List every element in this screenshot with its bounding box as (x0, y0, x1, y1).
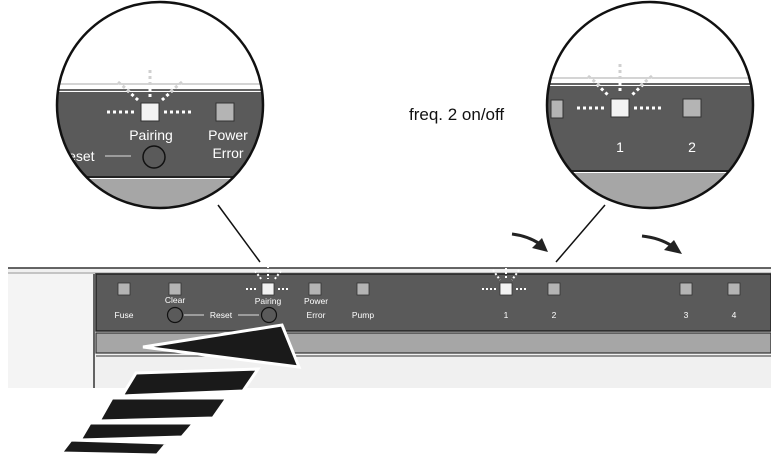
arrow-head (142, 323, 302, 369)
zoom-power-error-led (215, 102, 235, 122)
channel-1-flash-rays (482, 264, 528, 290)
power-label: Power (304, 296, 328, 306)
channel-3-led (679, 282, 693, 296)
channel-4-led (727, 282, 741, 296)
fuse-label: Fuse (115, 310, 134, 320)
channel-1-led (499, 282, 513, 296)
channel-2-label: 2 (552, 310, 557, 320)
clear-label: Clear (165, 295, 185, 305)
pairing-label: Pairing (255, 296, 282, 306)
reset-label: Reset (210, 310, 233, 320)
zoom-left-circle (55, 0, 265, 210)
zoom-reset-label: Reset (58, 148, 95, 164)
channel-4-label: 4 (732, 310, 737, 320)
pump-led (356, 282, 370, 296)
speed-bar-3 (77, 421, 198, 442)
housing-left-section (8, 274, 94, 388)
curved-arrow-1 (511, 232, 548, 252)
zoom-channel-1-label: 1 (616, 139, 624, 155)
channel-1-label: 1 (504, 310, 509, 320)
speed-bar-4 (58, 438, 171, 457)
curved-arrow-2 (641, 234, 682, 254)
channel-2-led (547, 282, 561, 296)
pairing-flash-rays (246, 266, 290, 290)
zoom-reset-button[interactable] (142, 145, 166, 169)
zoom-channel-2-led (682, 98, 702, 118)
zoom-partial-led (550, 99, 564, 119)
motion-arrow (58, 323, 302, 457)
reset-button[interactable] (260, 306, 278, 324)
zoom-left-content: Pairing Power Error Reset (57, 2, 263, 208)
zoom-pairing-led (140, 102, 160, 122)
zoom-channel-1-led (610, 98, 630, 118)
zoom-left-connector (217, 204, 261, 263)
clear-led (168, 282, 182, 296)
zoom-right-caption: freq. 2 on/off (409, 105, 504, 124)
pump-label: Pump (352, 310, 374, 320)
zoom-error-label: Error (212, 145, 243, 161)
power-error-led (308, 282, 322, 296)
speed-bar-1 (119, 367, 261, 398)
pairing-led (261, 282, 275, 296)
fuse-led (117, 282, 131, 296)
zoom-pairing-label: Pairing (129, 127, 173, 143)
zoom-right-connector (555, 204, 606, 263)
control-panel (95, 273, 771, 332)
speed-bar-2 (96, 396, 230, 423)
zoom-right-circle (545, 0, 755, 210)
zoom-channel-2-label: 2 (688, 139, 696, 155)
channel-3-label: 3 (684, 310, 689, 320)
error-label: Error (307, 310, 326, 320)
zoom-power-label: Power (208, 127, 248, 143)
clear-button[interactable] (166, 306, 184, 324)
zoom-right-content: 1 2 (547, 2, 753, 208)
